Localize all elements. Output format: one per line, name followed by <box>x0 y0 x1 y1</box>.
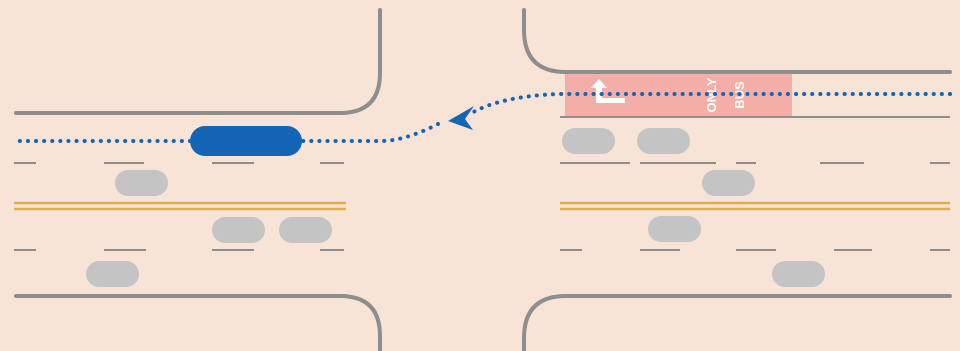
car <box>86 261 139 287</box>
curb-top-left <box>14 8 382 115</box>
bus-path <box>12 92 952 143</box>
car <box>648 216 701 242</box>
curb-top-right <box>522 8 952 74</box>
car <box>702 170 755 196</box>
car <box>562 128 615 154</box>
car <box>637 128 690 154</box>
car <box>279 217 332 243</box>
bus-path-dotted-line <box>468 92 952 116</box>
car <box>115 170 168 196</box>
center-line <box>14 201 950 211</box>
bus <box>190 126 302 156</box>
car <box>212 217 265 243</box>
cars <box>86 128 825 287</box>
arrowhead-icon <box>448 106 474 130</box>
bus-path-dotted-line <box>298 122 440 143</box>
bus-lane-marking-only: ONLY <box>704 77 719 112</box>
curb-bottom-right <box>522 294 952 351</box>
lane-dashes <box>14 162 950 251</box>
car <box>772 261 825 287</box>
curb-bottom-left <box>14 294 382 351</box>
left-turn-arrow-icon <box>591 79 625 103</box>
curbs <box>14 8 952 351</box>
bus-only-lane: ONLY BUS <box>565 74 792 116</box>
